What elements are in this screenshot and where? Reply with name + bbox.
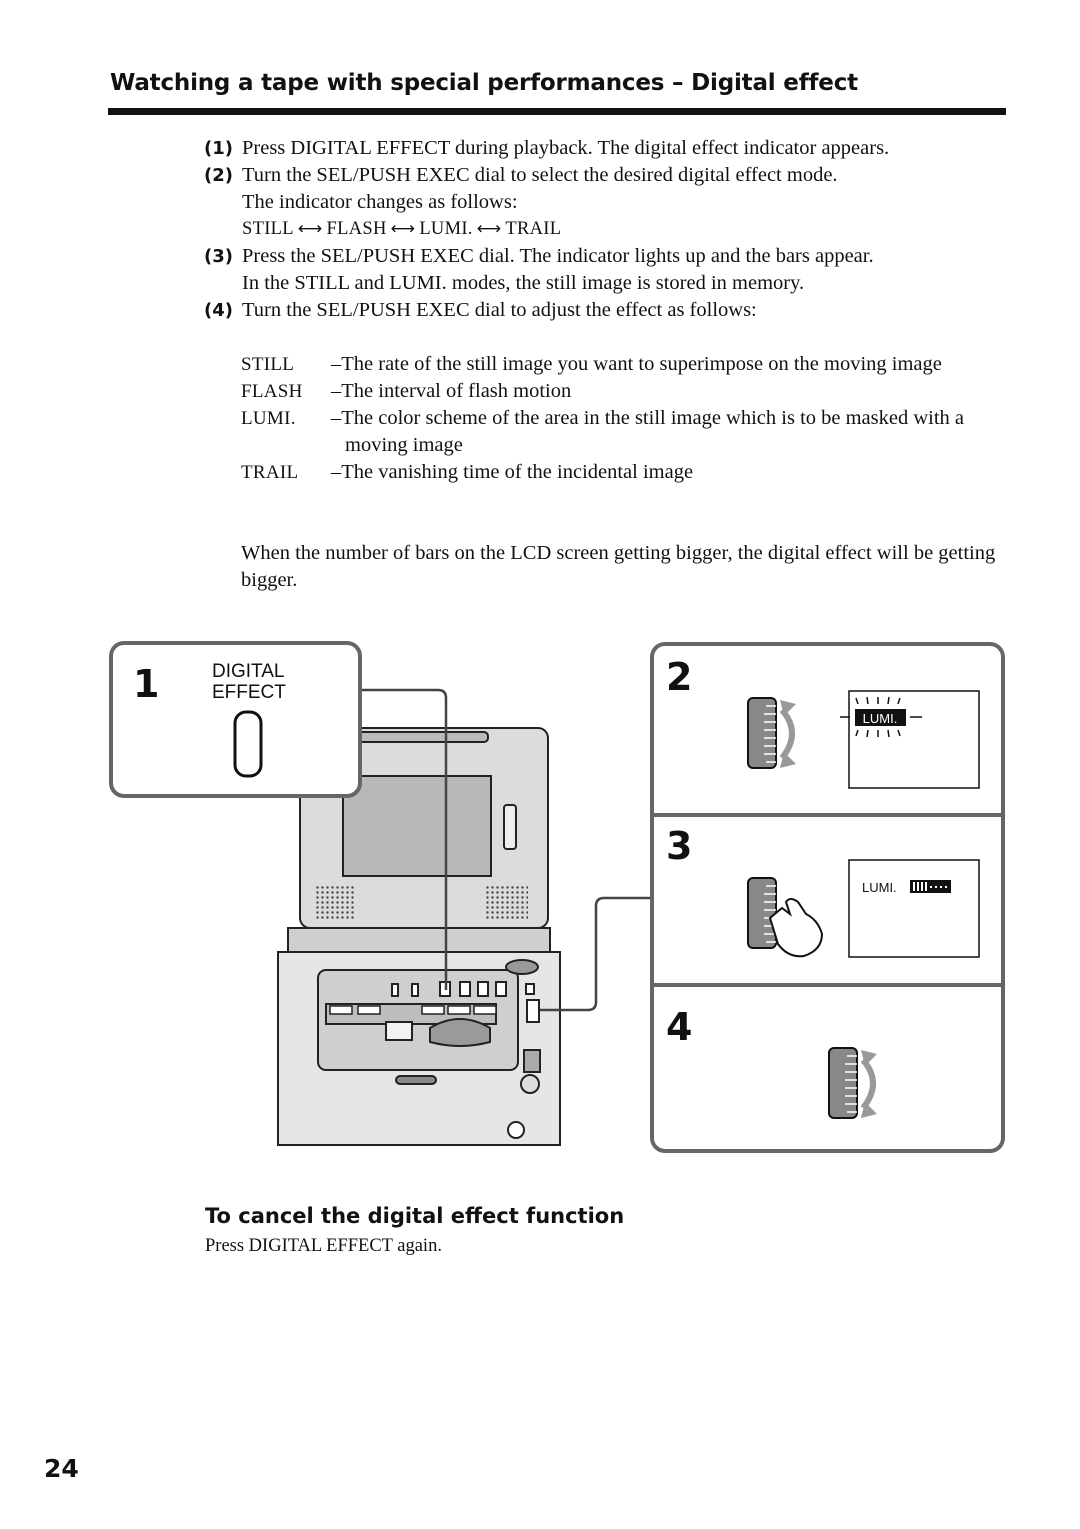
- effect-label: EFFECT: [212, 682, 286, 703]
- definition-term: FLASH: [241, 381, 303, 402]
- step-text: Turn the SEL/PUSH EXEC dial to select th…: [242, 164, 838, 186]
- step-text: In the STILL and LUMI. modes, the still …: [242, 272, 805, 294]
- mode-sequence: STILL⟷FLASH⟷LUMI.⟷TRAIL: [242, 216, 1024, 243]
- pressing-hand-icon: [768, 898, 824, 958]
- double-arrow-icon: ⟷: [297, 219, 323, 239]
- step-number: (3): [204, 246, 233, 267]
- step-1: (1) Press DIGITAL EFFECT during playback…: [204, 135, 1024, 162]
- step-2: (2) Turn the SEL/PUSH EXEC dial to selec…: [204, 162, 1024, 243]
- page-number: 24: [44, 1454, 79, 1483]
- lcd-screen-3: [848, 859, 980, 958]
- panel-4: 4: [666, 1005, 877, 1119]
- definition-text: –The rate of the still image you want to…: [331, 353, 942, 375]
- definition-still: STILL –The rate of the still image you w…: [241, 351, 1001, 378]
- panel-1-number: 1: [133, 662, 159, 706]
- definition-list: STILL –The rate of the still image you w…: [241, 351, 1001, 486]
- double-arrow-icon: ⟷: [390, 219, 416, 239]
- definition-term: TRAIL: [241, 462, 299, 483]
- panel-2: 2 LUMI.: [666, 655, 980, 789]
- definition-term: STILL: [241, 354, 295, 375]
- mode-flash: FLASH: [326, 219, 387, 239]
- definition-lumi: LUMI. –The color scheme of the area in t…: [241, 405, 1001, 459]
- step-3: (3) Press the SEL/PUSH EXEC dial. The in…: [204, 243, 1024, 297]
- effect-level-bars: [910, 880, 951, 893]
- effect-note: When the number of bars on the LCD scree…: [241, 542, 996, 591]
- heading-rule: [108, 108, 1006, 115]
- panel-1: 1 DIGITAL EFFECT: [109, 641, 362, 798]
- cancel-heading: To cancel the digital effect function: [205, 1204, 625, 1228]
- mode-trail: TRAIL: [505, 219, 562, 239]
- digital-label: DIGITAL: [212, 661, 285, 682]
- step-text: Press the SEL/PUSH EXEC dial. The indica…: [242, 245, 874, 267]
- step-text: Turn the SEL/PUSH EXEC dial to adjust th…: [242, 299, 757, 321]
- definition-text: –The vanishing time of the incidental im…: [331, 461, 694, 483]
- definition-text: –The color scheme of the area in the sti…: [331, 407, 965, 456]
- sel-push-exec-dial-icon: [747, 697, 777, 769]
- lumi-indicator: LUMI.: [863, 711, 898, 726]
- mode-lumi: LUMI.: [419, 219, 473, 239]
- step-list: (1) Press DIGITAL EFFECT during playback…: [204, 135, 1024, 324]
- step-number: (1): [204, 138, 233, 159]
- section-heading: Watching a tape with special performance…: [110, 70, 858, 96]
- step-text: Press DIGITAL EFFECT during playback. Th…: [242, 137, 890, 159]
- panel-3-number: 3: [666, 824, 692, 868]
- lumi-indicator: LUMI.: [862, 880, 897, 895]
- lcd-screen-2: [848, 690, 980, 789]
- sel-push-exec-dial-icon: [828, 1047, 858, 1119]
- definition-term: LUMI.: [241, 408, 296, 429]
- mode-still: STILL: [242, 219, 294, 239]
- digital-effect-button[interactable]: [233, 710, 263, 778]
- cancel-text: Press DIGITAL EFFECT again.: [205, 1236, 442, 1256]
- step-text: The indicator changes as follows:: [242, 191, 518, 213]
- definition-text: –The interval of flash motion: [331, 380, 572, 402]
- panel-2-number: 2: [666, 655, 692, 699]
- double-arrow-icon: ⟷: [476, 219, 502, 239]
- panel-3: 3 LUMI.: [666, 824, 980, 958]
- step-4: (4) Turn the SEL/PUSH EXEC dial to adjus…: [204, 297, 1024, 324]
- panel-4-number: 4: [666, 1005, 692, 1049]
- definition-trail: TRAIL –The vanishing time of the inciden…: [241, 459, 1001, 486]
- step-number: (2): [204, 165, 233, 186]
- callout-lines: [360, 688, 652, 1012]
- sel-push-exec-dial-icon: [747, 877, 777, 949]
- blink-rays-icon: [840, 696, 922, 738]
- step-number: (4): [204, 300, 233, 321]
- definition-flash: FLASH –The interval of flash motion: [241, 378, 1001, 405]
